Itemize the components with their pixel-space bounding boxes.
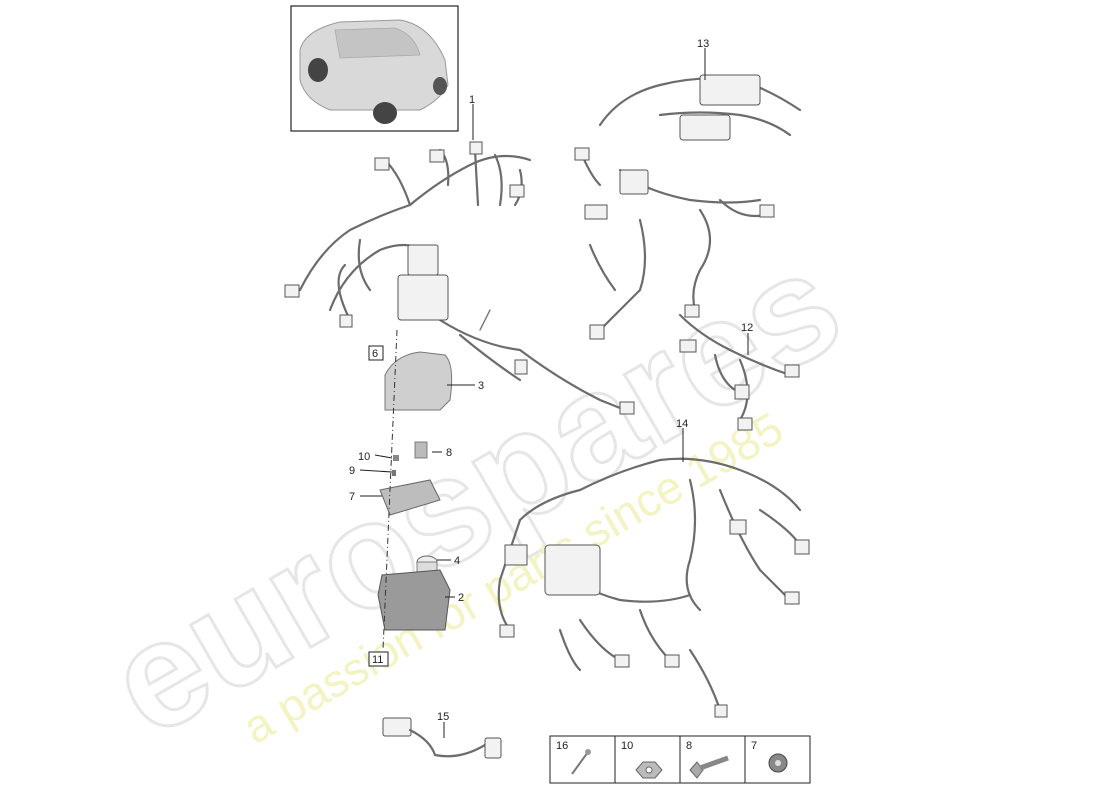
legend-item-7-label: 7	[751, 740, 757, 752]
callout-12: 12	[741, 322, 753, 334]
wiring-harness-15	[382, 717, 502, 759]
callouts: 1 13 3 8 10 9 7 4 2 12 14 15 6 11	[349, 38, 753, 723]
callout-6-boxed: 6	[372, 348, 378, 360]
watermark: eurospares a passion for parts since 198…	[81, 216, 868, 769]
bolt-icon	[689, 755, 729, 779]
clip-icon	[571, 749, 591, 775]
wiring-harness-12	[678, 313, 800, 431]
callout-10: 10	[358, 451, 370, 463]
wiring-harness-13	[574, 74, 802, 340]
nut-icon	[635, 761, 663, 779]
callout-11-boxed: 11	[372, 654, 383, 666]
clip-disc-icon	[768, 753, 788, 773]
leader-lines	[359, 48, 749, 738]
watermark-brand: eurospares	[82, 218, 866, 768]
hardware-legend: 16 10 8 7	[549, 735, 811, 784]
fuse-box-assembly	[377, 329, 453, 651]
legend-item-16-label: 16	[556, 740, 568, 752]
callout-2: 2	[458, 592, 464, 604]
callout-8: 8	[446, 447, 452, 459]
callout-15: 15	[437, 711, 449, 723]
callout-13: 13	[697, 38, 709, 50]
wiring-harness-14	[497, 457, 810, 718]
legend-item-10-label: 10	[621, 740, 633, 752]
callout-7: 7	[349, 491, 355, 503]
callout-4: 4	[454, 555, 460, 567]
callout-14: 14	[676, 418, 688, 430]
vehicle-thumbnail	[290, 5, 459, 132]
wiring-harness-1	[284, 141, 635, 415]
callout-9: 9	[349, 465, 355, 477]
legend-item-8-label: 8	[686, 740, 692, 752]
callout-3: 3	[478, 380, 484, 392]
callout-1: 1	[469, 94, 475, 106]
